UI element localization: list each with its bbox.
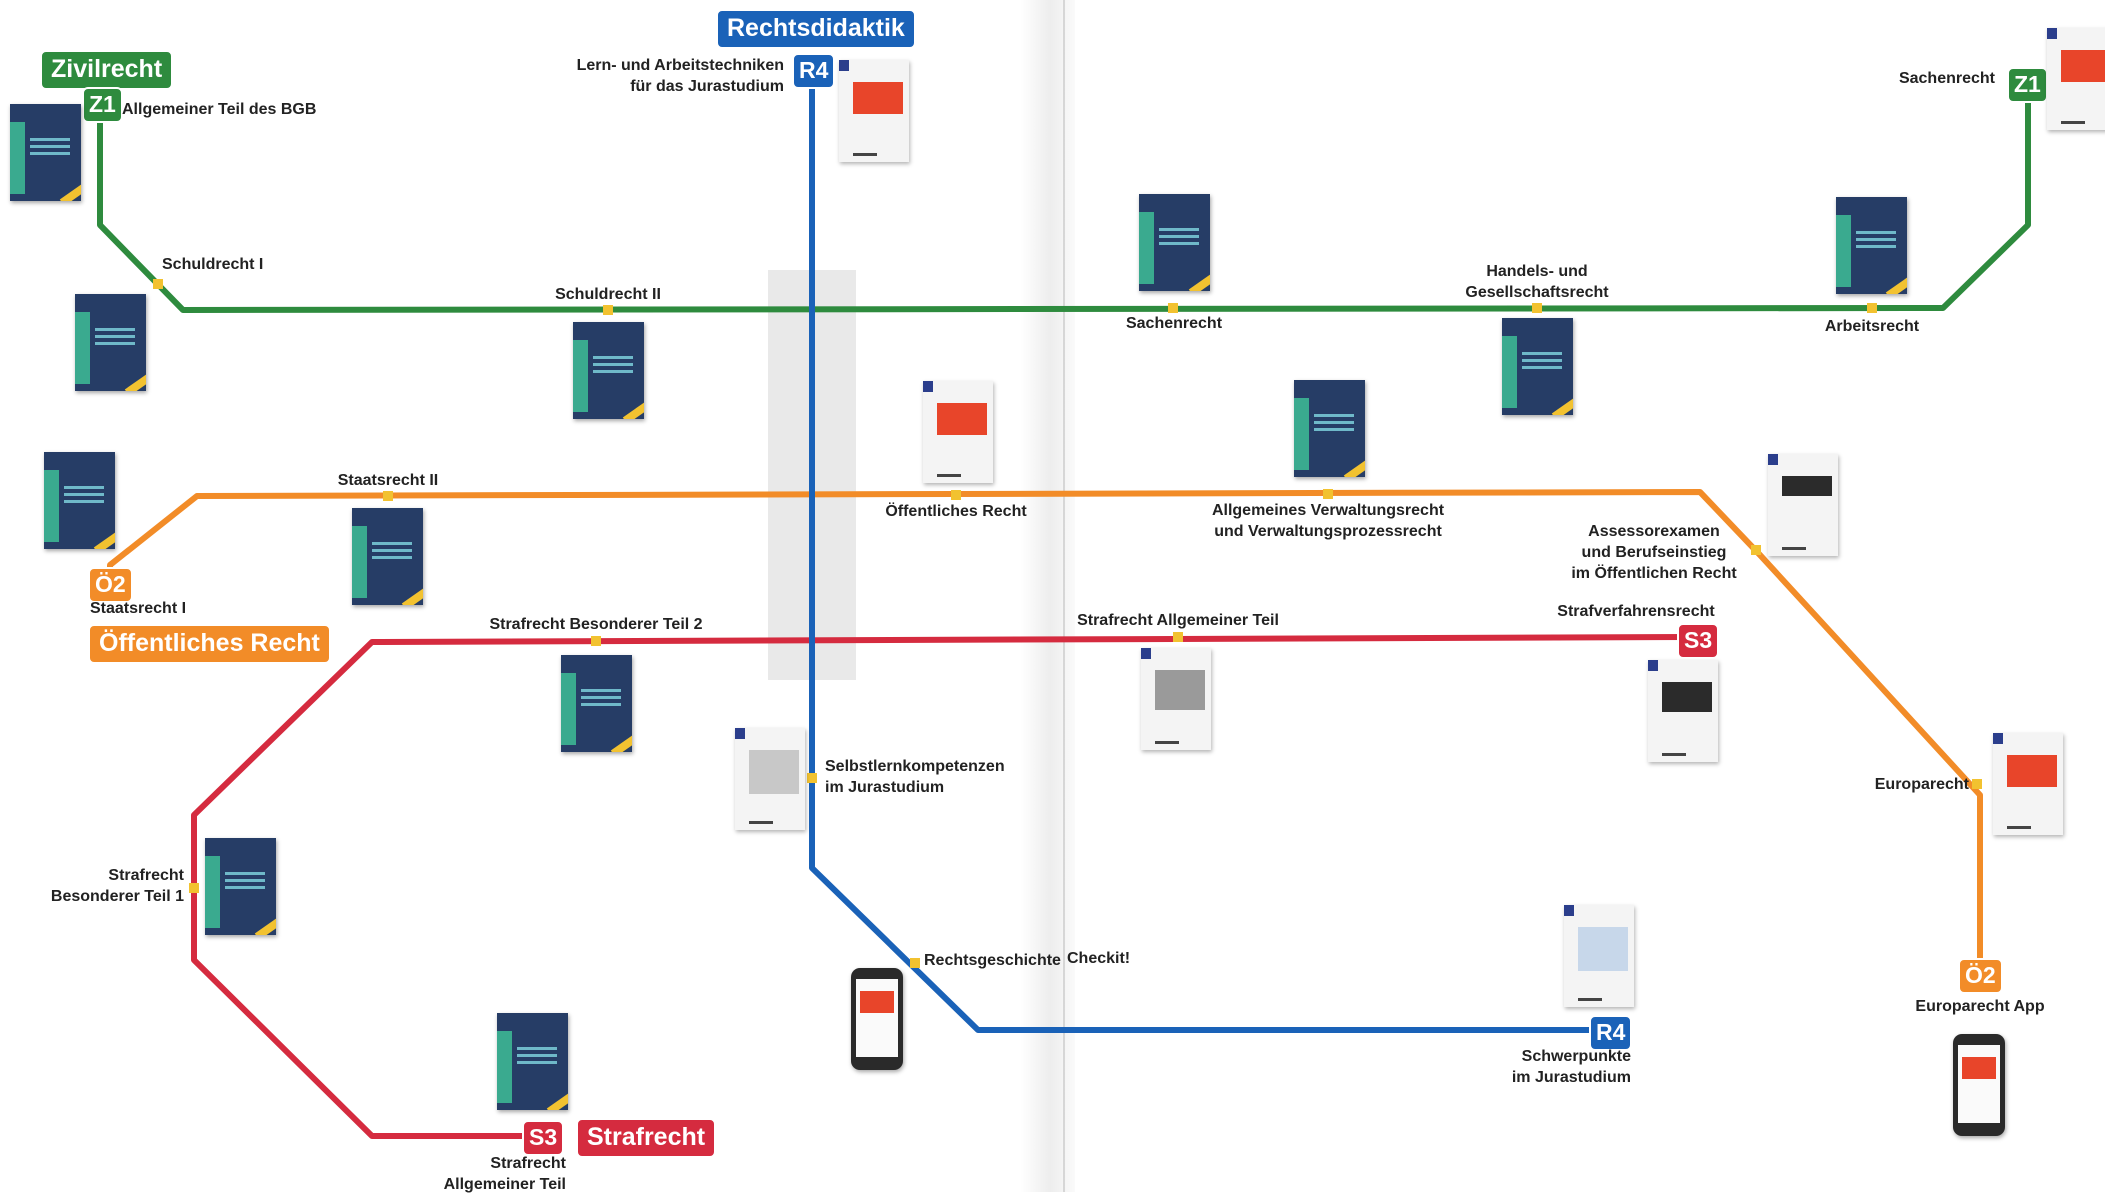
- station-marker: [951, 490, 961, 500]
- station-marker: [603, 305, 613, 315]
- station-label: im Öffentlichen Recht: [1571, 565, 1737, 582]
- line-title-rechtsdidaktik: Rechtsdidaktik: [716, 9, 916, 49]
- station-marker: [910, 958, 920, 968]
- book-cover: [497, 1013, 568, 1110]
- station-marker: [1168, 303, 1178, 313]
- terminal-badge-s3: S3: [522, 1120, 565, 1156]
- station-marker: [383, 491, 393, 501]
- station-label: Sachenrecht: [1125, 315, 1223, 332]
- book-cover: [10, 104, 81, 201]
- station-label: Selbstlernkompetenzen: [825, 758, 1005, 775]
- phone-app-icon: [1953, 1034, 2005, 1136]
- station-label: Lern- und Arbeitstechniken: [576, 57, 784, 74]
- line-title-strafrecht: Strafrecht: [576, 1118, 717, 1158]
- station-label: für das Jurastudium: [630, 78, 784, 95]
- book-cover: [839, 60, 909, 162]
- station-marker: [1532, 303, 1542, 313]
- station-marker: [591, 636, 601, 646]
- page-fold: [1063, 0, 1065, 1192]
- station-marker: [1323, 489, 1333, 499]
- page-fold-shadow: [1020, 0, 1075, 1192]
- zivilrecht-line: [97, 85, 2031, 313]
- line-title-zivilrecht: Zivilrecht: [40, 50, 174, 90]
- station-label: Europarecht App: [1915, 998, 2045, 1015]
- book-cover: [352, 508, 423, 605]
- station-label: Schuldrecht II: [555, 286, 661, 303]
- station-markers: [153, 279, 1982, 968]
- station-label: Gesellschaftsrecht: [1465, 284, 1609, 301]
- strafrecht-line: [191, 634, 1691, 1139]
- station-label: Allgemeines Verwaltungsrecht: [1211, 502, 1445, 519]
- rechtsdidaktik-line: [809, 69, 1613, 1033]
- station-label: Allgemeiner Teil: [443, 1176, 566, 1193]
- book-cover: [1139, 194, 1210, 291]
- station-label: Strafrecht: [490, 1155, 566, 1172]
- terminal-badge-z1: Z1: [2007, 67, 2048, 103]
- phone-app-icon: [851, 968, 903, 1070]
- station-marker: [153, 279, 163, 289]
- station-label: Strafrecht: [108, 867, 184, 884]
- station-label: und Verwaltungsprozessrecht: [1214, 523, 1442, 540]
- book-cover: [1502, 318, 1573, 415]
- book-cover: [735, 728, 805, 830]
- station-label: Besonderer Teil 1: [50, 888, 184, 905]
- station-label: Strafrecht Allgemeiner Teil: [1077, 612, 1279, 629]
- book-cover: [205, 838, 276, 935]
- terminal-badge-r4: R4: [1589, 1015, 1633, 1051]
- station-label: Checkit!: [1067, 950, 1131, 967]
- station-label: Sachenrecht: [1898, 70, 1995, 87]
- station-label: Handels- und: [1486, 263, 1588, 280]
- book-cover: [1141, 648, 1211, 750]
- terminal-badge-o2: Ö2: [1958, 958, 2003, 994]
- book-cover: [1648, 660, 1718, 762]
- station-label: und Berufseinstieg: [1581, 544, 1727, 561]
- station-label: Strafverfahrensrecht: [1557, 603, 1715, 620]
- station-label: Schwerpunkte: [1521, 1048, 1631, 1065]
- book-cover: [1993, 733, 2063, 835]
- station-label: Assessorexamen: [1588, 523, 1720, 540]
- book-cover: [1836, 197, 1907, 294]
- book-cover: [1294, 380, 1365, 477]
- terminal-badge-r4: R4: [792, 53, 836, 89]
- station-marker: [807, 773, 817, 783]
- terminal-badge-z1: Z1: [82, 87, 123, 123]
- station-marker: [1972, 779, 1982, 789]
- station-label: Staatsrecht II: [337, 472, 439, 489]
- station-label: Rechtsgeschichte: [924, 952, 1061, 969]
- book-cover: [1564, 905, 1634, 1007]
- station-label: im Jurastudium: [1511, 1069, 1631, 1086]
- line-title-oeffentliches-recht: Öffentliches Recht: [88, 624, 331, 664]
- station-label: Arbeitsrecht: [1824, 318, 1920, 335]
- book-cover: [44, 452, 115, 549]
- station-marker: [1173, 632, 1183, 642]
- station-marker: [1867, 303, 1877, 313]
- book-cover: [75, 294, 146, 391]
- book-cover: [2047, 28, 2105, 130]
- terminal-badge-o2: Ö2: [88, 567, 133, 603]
- book-cover: [923, 381, 993, 483]
- station-marker: [1751, 545, 1761, 555]
- book-cover: [573, 322, 644, 419]
- station-label: Staatsrecht I: [90, 600, 187, 617]
- terminal-badge-s3: S3: [1677, 623, 1720, 659]
- station-label: Allgemeiner Teil des BGB: [122, 101, 317, 118]
- book-cover: [1768, 454, 1838, 556]
- station-label: Strafrecht Besonderer Teil 2: [489, 616, 703, 633]
- station-marker: [189, 883, 199, 893]
- station-label: Europarecht: [1874, 776, 1969, 793]
- station-label: Öffentliches Recht: [885, 503, 1027, 520]
- station-label: Schuldrecht I: [162, 256, 264, 273]
- oeffentliches-line: [107, 489, 1983, 968]
- book-cover: [561, 655, 632, 752]
- station-label: im Jurastudium: [825, 779, 945, 796]
